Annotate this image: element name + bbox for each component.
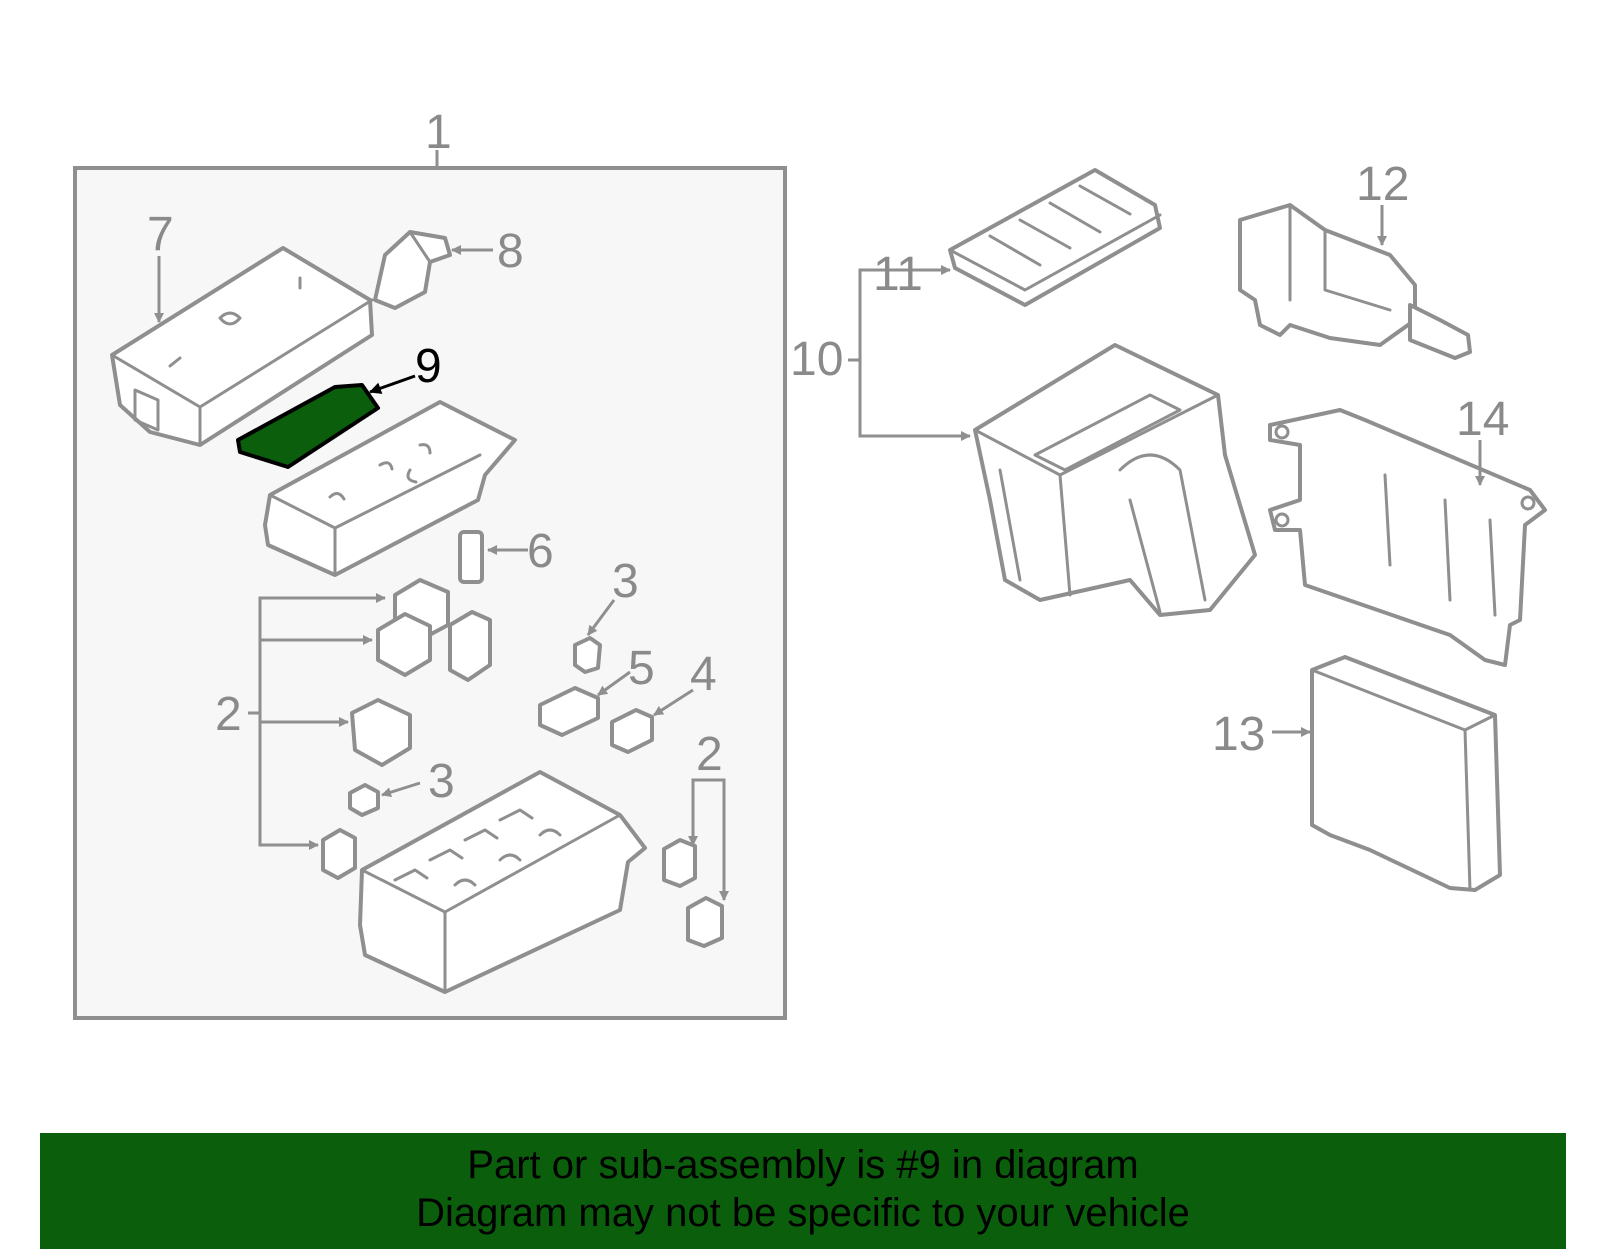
callout-2b: 2 [696,728,723,781]
part-11-tray [948,168,1162,307]
banner-line-2: Diagram may not be specific to your vehi… [416,1191,1190,1235]
fuse-box-housing [263,400,517,577]
part-13-module [1310,655,1502,892]
part-9-highlighted [236,383,380,469]
callout-7: 7 [147,208,174,261]
callout-10: 10 [790,333,843,386]
callout-9: 9 [415,340,442,393]
part-12-actuator [1238,203,1472,360]
part-14-bracket [1268,408,1547,667]
part-10-box [973,343,1257,617]
callout-13: 13 [1212,708,1265,761]
relay-block [358,770,647,994]
callout-2-leaders [248,593,729,901]
callout-3b: 3 [428,755,455,808]
part-4 [610,708,654,754]
callout-3a: 3 [612,555,639,608]
part-6 [458,530,484,584]
callout-1: 1 [425,106,452,159]
fuse-3 [348,636,602,817]
callout-6: 6 [527,525,554,578]
callout-8: 8 [497,225,524,278]
callout-4: 4 [690,648,717,701]
disclaimer-banner: Part or sub-assembly is #9 in diagram Di… [40,1133,1566,1249]
part-8-clip [373,230,452,310]
callout-5: 5 [628,642,655,695]
callout-2a: 2 [215,688,242,741]
relay-group [321,578,724,948]
callout-14: 14 [1456,393,1509,446]
part-5 [538,686,600,737]
callout-12: 12 [1356,158,1409,211]
banner-line-1: Part or sub-assembly is #9 in diagram [467,1143,1139,1187]
part-7-cover [110,246,374,447]
callout-11: 11 [873,248,923,301]
